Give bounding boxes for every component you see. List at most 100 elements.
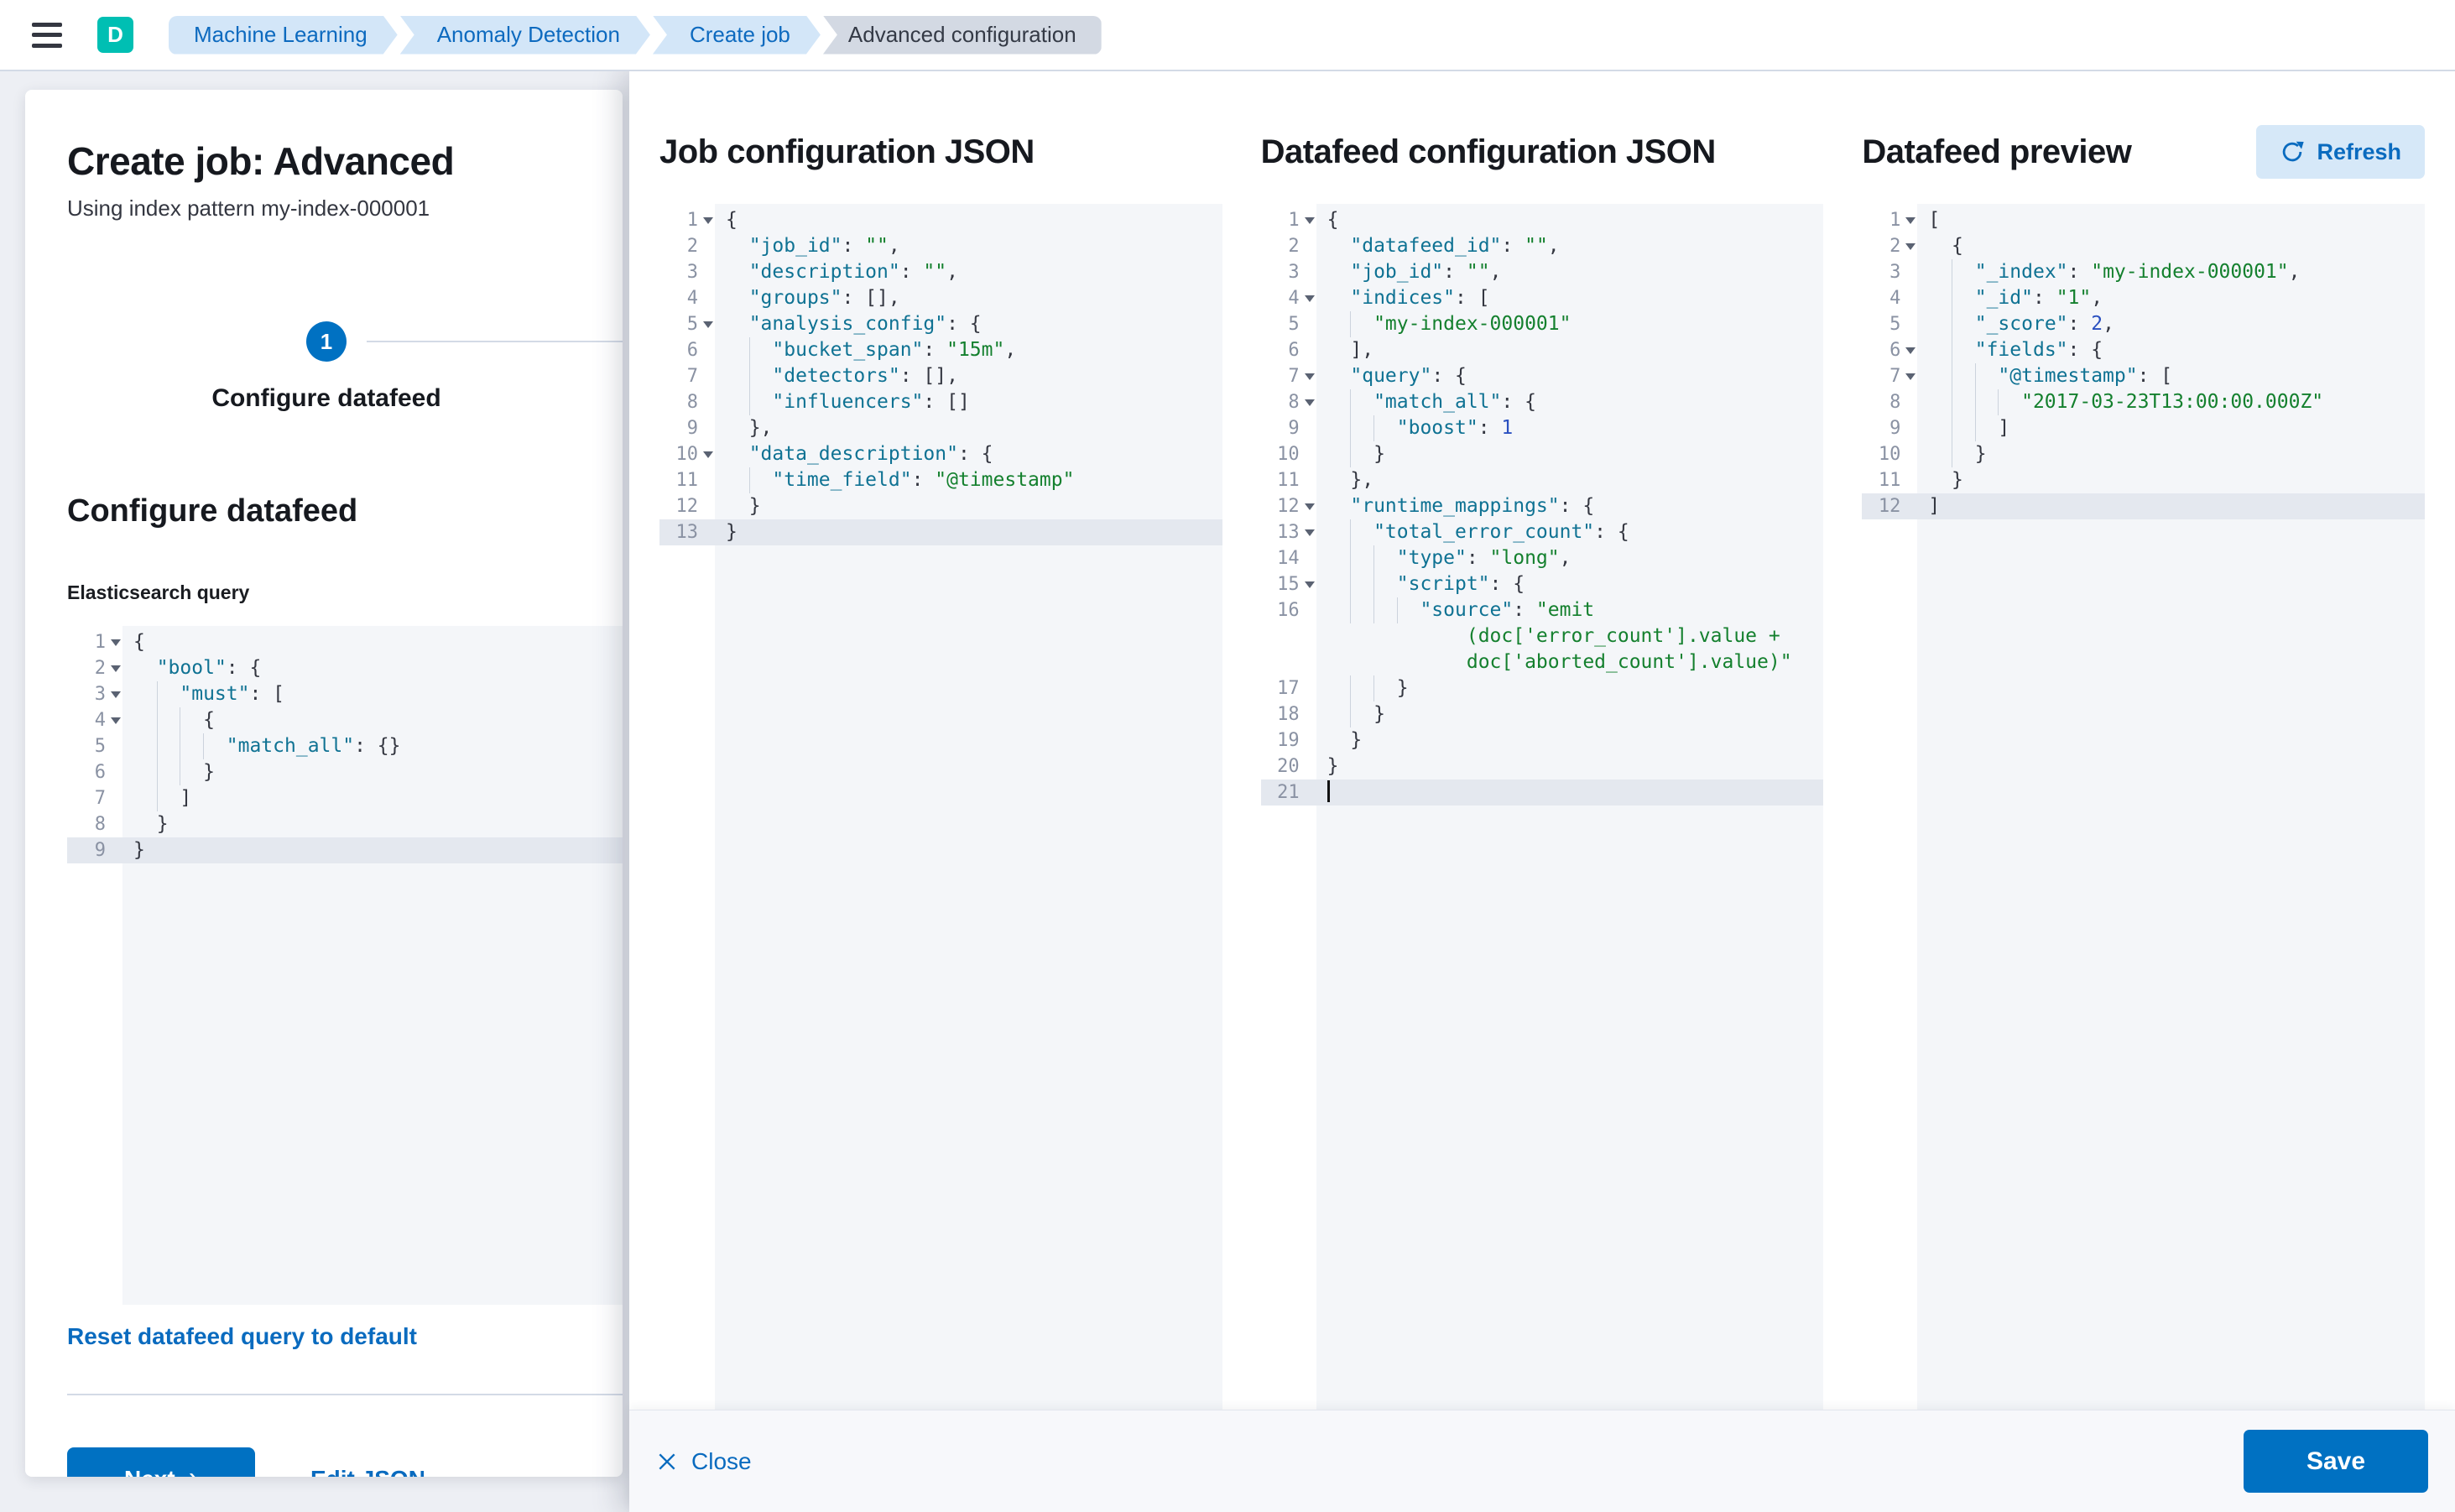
fold-arrow-icon[interactable] (111, 639, 121, 646)
code-line[interactable]: "bucket_span": "15m", (715, 337, 1222, 363)
fold-arrow-icon[interactable] (1305, 399, 1315, 406)
editor-line: 11 } (1862, 467, 2425, 493)
code-line[interactable]: "must": [ (122, 681, 623, 707)
fold-arrow-icon[interactable] (1905, 347, 1916, 354)
line-number-gutter: 11 (659, 467, 715, 493)
code-line[interactable]: (doc['error_count'].value + (1316, 623, 1824, 649)
code-line[interactable]: { (1917, 233, 2425, 259)
step-1-circle[interactable]: 1 (306, 321, 347, 362)
code-line[interactable]: ] (1917, 493, 2425, 519)
datafeed-configuration-editor[interactable]: 1{2 "datafeed_id": "",3 "job_id": "",4 "… (1261, 204, 1824, 1426)
code-line[interactable]: "indices": [ (1316, 285, 1824, 311)
indent-guide (1952, 259, 1975, 285)
refresh-icon (2280, 139, 2305, 164)
code-line[interactable]: "match_all": {} (122, 733, 623, 759)
breadcrumb-create-job[interactable]: Create job (653, 16, 821, 55)
indent-guide (1975, 415, 1999, 441)
code-line[interactable] (1316, 779, 1824, 806)
code-line[interactable]: "fields": { (1917, 337, 2425, 363)
elasticsearch-query-editor[interactable]: 1{2 "bool": {3 "must": [4 {5 "match_all"… (67, 626, 623, 1305)
code-line[interactable]: "detectors": [], (715, 363, 1222, 389)
code-line[interactable]: }, (715, 415, 1222, 441)
code-line[interactable]: "groups": [], (715, 285, 1222, 311)
editor-line: doc['aborted_count'].value)" (1261, 649, 1824, 675)
fold-arrow-icon[interactable] (111, 717, 121, 724)
code-line[interactable]: ] (1917, 415, 2425, 441)
code-line[interactable]: "_index": "my-index-000001", (1917, 259, 2425, 285)
code-line[interactable]: } (1316, 701, 1824, 727)
datafeed-preview-title: Datafeed preview (1862, 133, 2131, 171)
code-line[interactable]: "bool": { (122, 655, 623, 681)
fold-arrow-icon[interactable] (1305, 581, 1315, 588)
code-line[interactable]: "job_id": "", (1316, 259, 1824, 285)
code-line[interactable]: } (1917, 441, 2425, 467)
code-line[interactable]: "match_all": { (1316, 389, 1824, 415)
close-button[interactable]: Close (656, 1448, 752, 1475)
fold-arrow-icon[interactable] (1905, 243, 1916, 250)
code-line[interactable]: "time_field": "@timestamp" (715, 467, 1222, 493)
code-line[interactable]: } (122, 837, 623, 863)
code-line[interactable]: } (1316, 727, 1824, 753)
code-line[interactable]: "analysis_config": { (715, 311, 1222, 337)
code-line[interactable]: doc['aborted_count'].value)" (1316, 649, 1824, 675)
datafeed-preview-editor[interactable]: 1[2 {3 "_index": "my-index-000001",4 "_i… (1862, 204, 2425, 1426)
fold-arrow-icon[interactable] (1305, 217, 1315, 224)
line-number-gutter: 13 (659, 519, 715, 545)
menu-icon[interactable] (32, 23, 62, 48)
code-line[interactable]: "total_error_count": { (1316, 519, 1824, 545)
code-line[interactable]: { (122, 707, 623, 733)
fold-arrow-icon[interactable] (703, 217, 713, 224)
fold-arrow-icon[interactable] (1305, 295, 1315, 302)
code-line[interactable]: "source": "emit (1316, 597, 1824, 623)
space-avatar[interactable]: D (97, 17, 133, 53)
code-line[interactable]: } (1316, 441, 1824, 467)
code-line[interactable]: "datafeed_id": "", (1316, 233, 1824, 259)
code-line[interactable]: } (122, 759, 623, 785)
code-line[interactable]: ], (1316, 337, 1824, 363)
code-line[interactable]: ] (122, 785, 623, 811)
code-line[interactable]: "job_id": "", (715, 233, 1222, 259)
line-number-gutter: 1 (67, 629, 122, 655)
next-button[interactable]: Next › (67, 1447, 255, 1477)
code-line[interactable]: "influencers": [] (715, 389, 1222, 415)
code-line[interactable]: } (1316, 675, 1824, 701)
fold-arrow-icon[interactable] (111, 665, 121, 672)
fold-arrow-icon[interactable] (111, 691, 121, 698)
code-line[interactable]: "@timestamp": [ (1917, 363, 2425, 389)
code-line[interactable]: "data_description": { (715, 441, 1222, 467)
fold-arrow-icon[interactable] (1305, 529, 1315, 536)
job-configuration-editor[interactable]: 1{2 "job_id": "",3 "description": "",4 "… (659, 204, 1222, 1426)
refresh-button[interactable]: Refresh (2256, 125, 2425, 179)
code-line[interactable]: } (715, 493, 1222, 519)
breadcrumb-anomaly-detection[interactable]: Anomaly Detection (400, 16, 650, 55)
code-line[interactable]: "boost": 1 (1316, 415, 1824, 441)
code-line[interactable]: "2017-03-23T13:00:00.000Z" (1917, 389, 2425, 415)
code-line[interactable]: { (1316, 207, 1824, 233)
fold-arrow-icon[interactable] (1305, 373, 1315, 380)
fold-arrow-icon[interactable] (1305, 503, 1315, 510)
code-line[interactable]: [ (1917, 207, 2425, 233)
code-line[interactable]: "type": "long", (1316, 545, 1824, 571)
code-line[interactable]: } (122, 811, 623, 837)
fold-arrow-icon[interactable] (703, 321, 713, 328)
code-line[interactable]: } (1917, 467, 2425, 493)
edit-json-link[interactable]: Edit JSON (310, 1466, 425, 1477)
fold-arrow-icon[interactable] (1905, 373, 1916, 380)
fold-arrow-icon[interactable] (703, 451, 713, 458)
code-line[interactable]: "_id": "1", (1917, 285, 2425, 311)
breadcrumb-machine-learning[interactable]: Machine Learning (169, 16, 398, 55)
code-line[interactable]: "my-index-000001" (1316, 311, 1824, 337)
code-line[interactable]: "_score": 2, (1917, 311, 2425, 337)
code-line[interactable]: } (715, 519, 1222, 545)
code-line[interactable]: "query": { (1316, 363, 1824, 389)
code-line[interactable]: }, (1316, 467, 1824, 493)
code-line[interactable]: { (122, 629, 623, 655)
reset-datafeed-query-link[interactable]: Reset datafeed query to default (67, 1323, 417, 1350)
code-line[interactable]: "script": { (1316, 571, 1824, 597)
save-button[interactable]: Save (2244, 1430, 2428, 1493)
code-line[interactable]: { (715, 207, 1222, 233)
code-line[interactable]: "runtime_mappings": { (1316, 493, 1824, 519)
code-line[interactable]: } (1316, 753, 1824, 779)
fold-arrow-icon[interactable] (1905, 217, 1916, 224)
code-line[interactable]: "description": "", (715, 259, 1222, 285)
